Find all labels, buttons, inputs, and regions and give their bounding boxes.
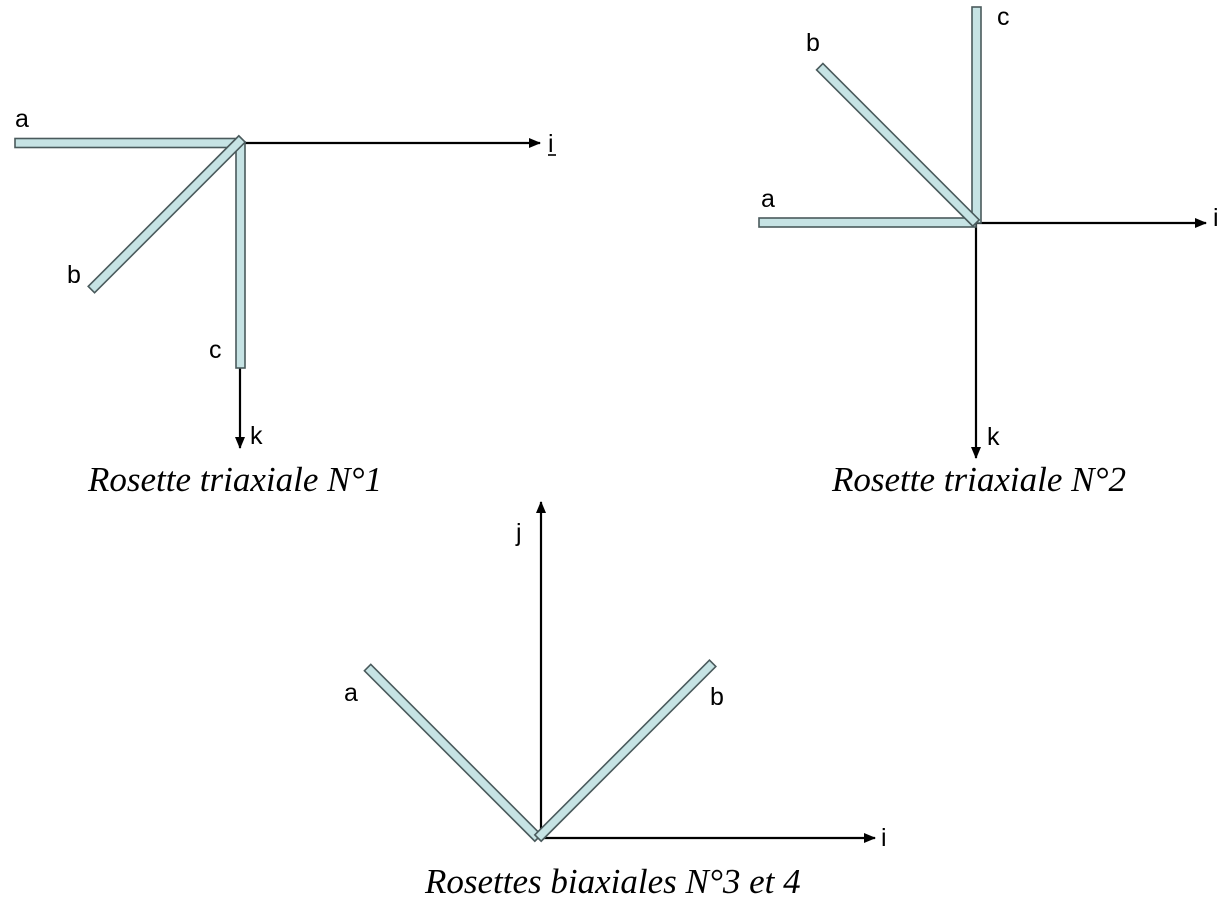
rosette34-gauge-b (533, 659, 717, 843)
rosette1-gauge-b (87, 134, 247, 294)
rosette1-gauge-a (14, 137, 241, 149)
rosette2-caption: Rosette triaxiale N°2 (831, 460, 1126, 499)
rosette-2: a b c i k Rosette triaxiale N°2 (758, 3, 1219, 499)
rosette2-label-a: a (761, 185, 775, 213)
rosette34-label-b: b (710, 683, 724, 711)
rosette2-gauge-c (971, 6, 982, 224)
rosette1-label-i: i (548, 130, 554, 158)
rosette2-gauge-a (758, 217, 977, 228)
rosette34-caption: Rosettes biaxiales N°3 et 4 (424, 862, 801, 901)
rosette1-label-a: a (15, 105, 29, 133)
rosette1-caption: Rosette triaxiale N°1 (87, 460, 382, 499)
rosette2-label-i: i (1213, 204, 1219, 232)
rosette34-label-a: a (344, 679, 358, 707)
rosette2-label-b: b (806, 29, 820, 57)
rosette-3-4: a b j i Rosettes biaxiales N°3 et 4 (344, 501, 887, 901)
rosette2-gauge-b (815, 62, 981, 228)
rosette34-label-j: j (515, 519, 522, 547)
rosette1-label-c: c (209, 336, 222, 364)
rosette2-label-c: c (997, 3, 1010, 31)
rosette1-label-k: k (250, 422, 263, 450)
rosette1-label-b: b (67, 261, 81, 289)
rosette34-label-i: i (881, 824, 887, 852)
rosette1-gauge-c (235, 141, 246, 369)
rosette34-gauge-a (363, 663, 543, 843)
rosette-1: a b c i k Rosette triaxiale N°1 (14, 105, 556, 499)
rosette2-label-k: k (987, 423, 1000, 451)
